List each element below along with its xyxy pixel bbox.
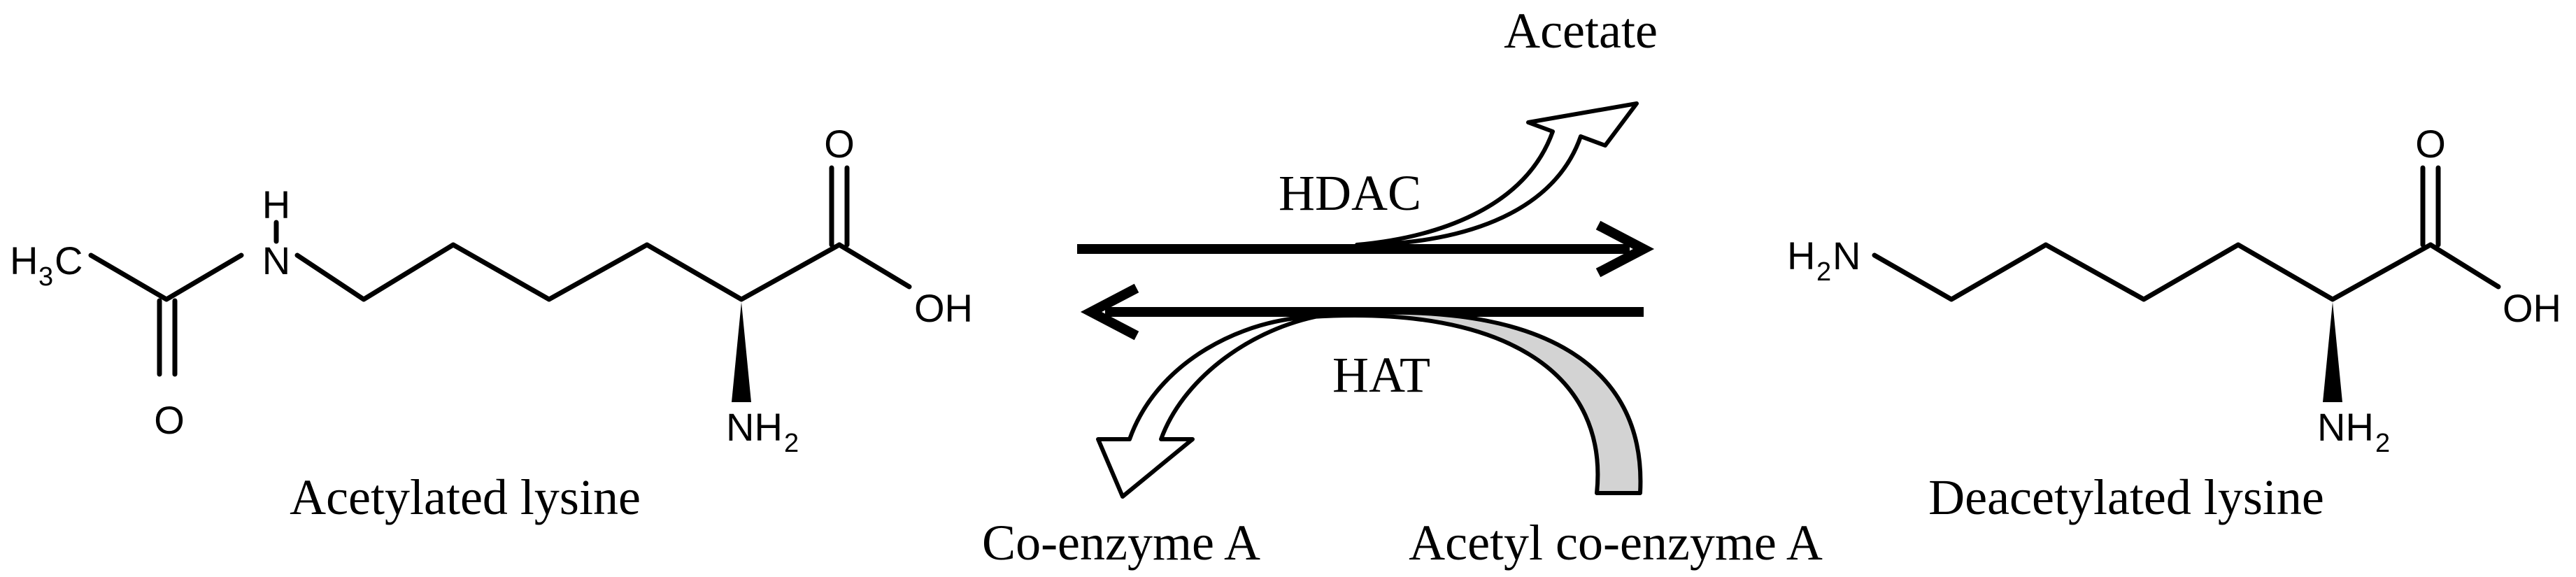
left-methyl-h: H	[10, 238, 38, 283]
deacetylated-lysine-caption: Deacetylated lysine	[1928, 469, 2324, 525]
left-methyl-subscript: 3	[38, 262, 53, 292]
reverse-arrowhead	[1080, 283, 1139, 341]
right-chain-bond	[1872, 242, 2433, 302]
right-amine-n: N	[1833, 234, 1860, 278]
left-acetyl-o: O	[154, 398, 185, 442]
left-acid-oh: OH	[914, 286, 973, 330]
right-amine-h: H	[1787, 234, 1815, 278]
right-acid-hydroxyl-bond	[2428, 242, 2501, 290]
acetyl-coa-substrate-curve	[1309, 310, 1643, 495]
equilibrium-arrows	[1077, 220, 1655, 341]
coa-product-curve	[1096, 315, 1317, 499]
forward-arrowhead	[1595, 220, 1655, 278]
left-amino-wedge-bond	[732, 302, 751, 402]
left-amino-nh: NH	[726, 405, 783, 449]
right-amine-subscript: 2	[1816, 257, 1831, 287]
coenzyme-a-label: Co-enzyme A	[982, 515, 1260, 571]
left-amide-h: H	[262, 183, 290, 227]
left-chain-bond	[294, 242, 842, 302]
right-amino-nh: NH	[2317, 405, 2374, 449]
left-acid-hydroxyl-bond	[837, 242, 912, 290]
left-amide-n: N	[262, 238, 290, 283]
right-amino-subscript: 2	[2375, 429, 2390, 458]
left-amino-subscript: 2	[784, 429, 799, 458]
acetylated-lysine-caption: Acetylated lysine	[290, 469, 641, 525]
acetate-label: Acetate	[1504, 3, 1658, 59]
acetylated-lysine-structure: H 3 C N H O O OH NH 2	[10, 122, 973, 458]
right-amino-wedge-bond	[2323, 302, 2342, 402]
acetyl-coenzyme-a-label: Acetyl co-enzyme A	[1409, 515, 1823, 571]
left-methyl-c: C	[55, 238, 83, 283]
deacetylated-lysine-structure: H 2 N O OH NH 2	[1787, 122, 2561, 458]
hdac-label: HDAC	[1279, 165, 1421, 221]
acetate-product-curve	[1355, 101, 1639, 247]
hat-label: HAT	[1332, 347, 1430, 403]
right-acid-oh: OH	[2503, 286, 2561, 330]
left-acid-o: O	[824, 122, 855, 166]
left-backbone-bond	[88, 252, 244, 302]
right-acid-o: O	[2415, 122, 2446, 166]
